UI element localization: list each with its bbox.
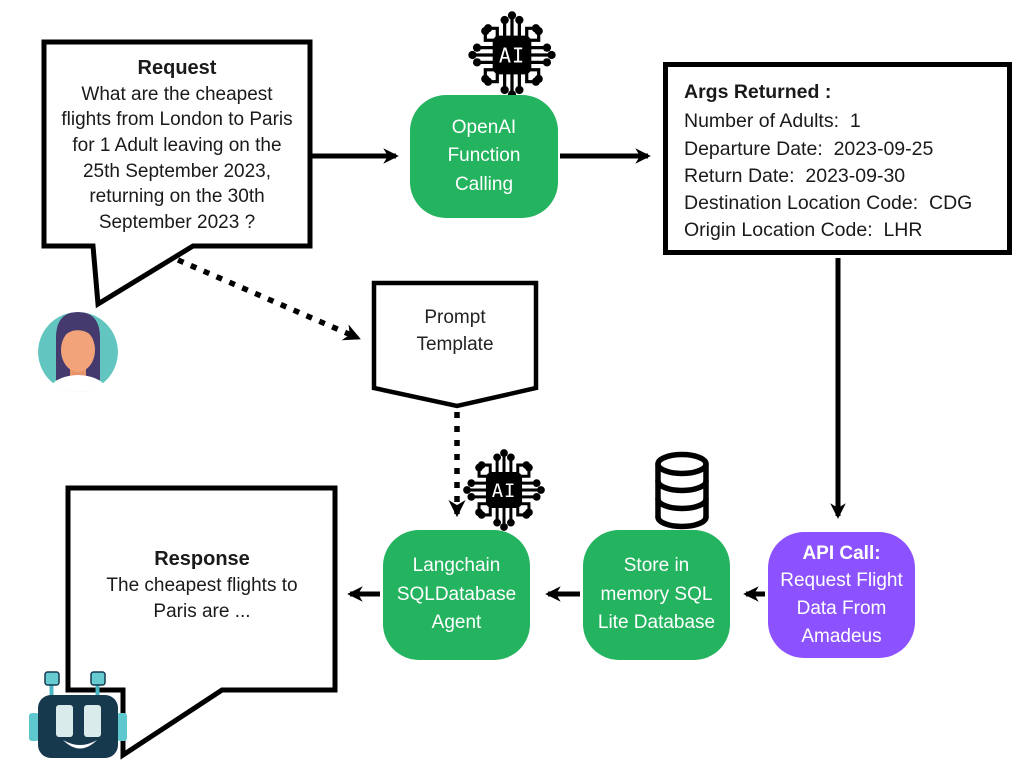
api-call-title: API Call: <box>802 542 881 564</box>
openai-function-calling-label: OpenAI Function Calling <box>447 116 521 195</box>
user-avatar <box>38 312 118 392</box>
args-line: Departure Date: 2023-09-25 <box>684 137 934 160</box>
store-sqlite-database-label: Store in memory SQL Lite Database <box>597 555 716 634</box>
response-bubble-outline <box>65 485 338 760</box>
args-line: Origin Location Code: LHR <box>684 219 923 242</box>
langchain-sqldatabase-agent-label: Langchain SQLDatabase Agent <box>396 555 517 634</box>
langchain-sqldatabase-agent-box: Langchain SQLDatabase Agent <box>383 530 530 660</box>
robot-icon <box>29 671 127 758</box>
response-body: The cheapest flights to Paris are ... <box>106 574 298 622</box>
ai-chip-icon-bottom <box>463 449 545 531</box>
database-icon <box>655 451 709 530</box>
request-bubble: Request What are the cheapest flights fr… <box>47 50 307 240</box>
request-title: Request <box>137 56 217 79</box>
prompt-template-shape <box>371 280 539 409</box>
request-bubble-outline <box>41 39 313 309</box>
request-body: What are the cheapest flights from Londo… <box>61 83 293 233</box>
args-returned-box: Args Returned : Number of Adults: 1 Depa… <box>663 62 1012 255</box>
args-title: Args Returned : <box>684 81 832 103</box>
api-call-amadeus-box: API Call: Request Flight Data From Amade… <box>768 532 915 658</box>
response-bubble: Response The cheapest flights to Paris a… <box>78 520 326 650</box>
args-line: Destination Location Code: CDG <box>684 192 973 215</box>
response-title: Response <box>154 547 250 570</box>
dotted-arrow-request-to-prompt <box>176 257 361 341</box>
openai-function-calling-box: OpenAI Function Calling <box>410 95 558 218</box>
args-line: Return Date: 2023-09-30 <box>684 164 906 187</box>
prompt-template-label: Prompt Template <box>416 307 494 355</box>
ai-chip-icon-top <box>468 11 555 98</box>
api-call-body: Request Flight Data From Amadeus <box>780 570 903 647</box>
args-line: Number of Adults: 1 <box>684 110 861 133</box>
store-sqlite-database-box: Store in memory SQL Lite Database <box>583 530 730 660</box>
